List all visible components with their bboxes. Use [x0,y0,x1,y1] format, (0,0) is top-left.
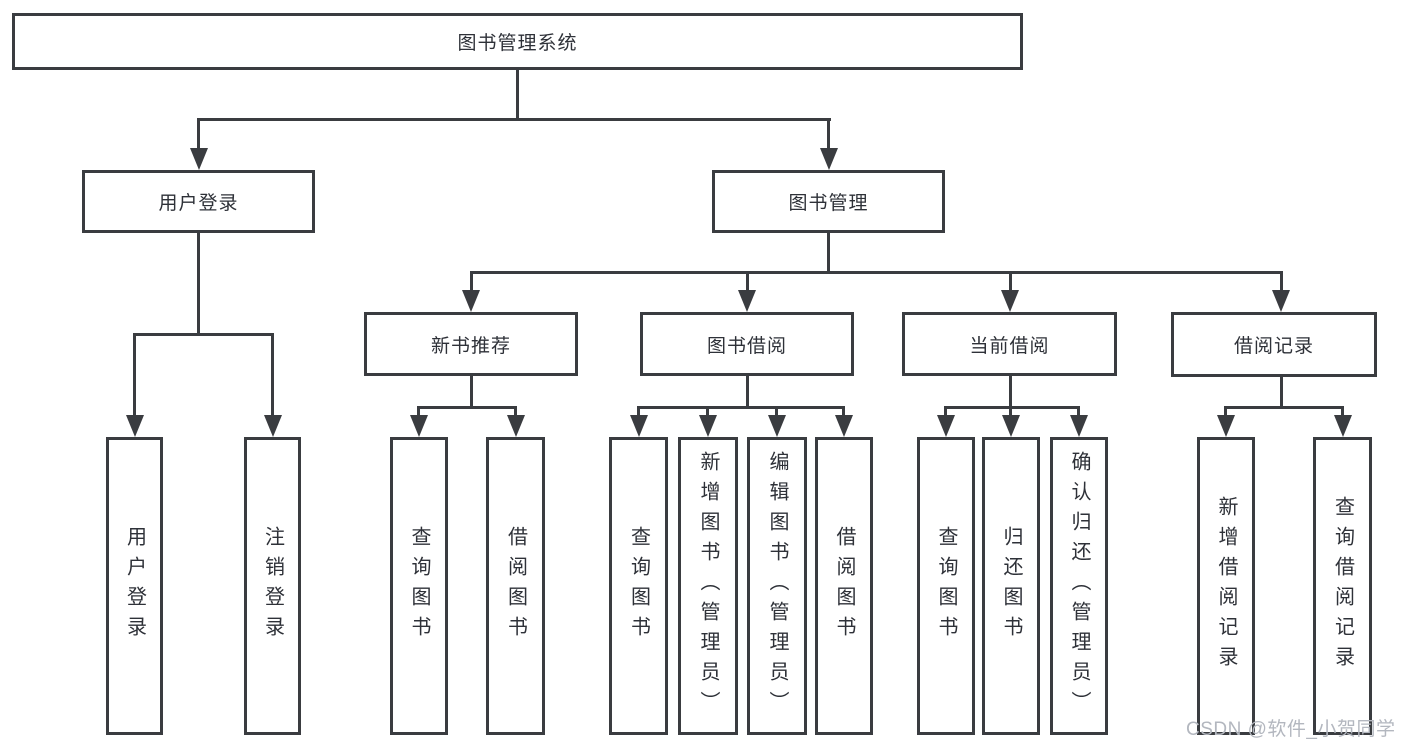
leaf-bb-edit-book: 编辑图书（管理员） [747,437,807,735]
leaf-rec-query-book: 查询图书 [390,437,448,735]
arrowhead-bb-add [699,415,717,437]
connector-user-login-bar [133,333,274,336]
connector-to-br-add [1224,406,1227,418]
leaf-cb-confirm-return-label: 确认归还（管理员） [1068,451,1090,721]
connector-to-br-query [1341,406,1344,418]
leaf-br-query-record: 查询借阅记录 [1313,437,1372,735]
arrowhead-br-add [1217,415,1235,437]
leaf-bb-borrow-book: 借阅图书 [815,437,873,735]
node-current-borrow: 当前借阅 [902,312,1117,376]
node-book-management: 图书管理 [712,170,945,233]
connector-to-leaf-user-login [133,333,136,416]
arrowhead-borrow-records [1272,290,1290,312]
leaf-rec-query-book-label: 查询图书 [408,526,430,646]
connector-to-borrow-records [1280,271,1283,293]
connector-level3-bar [470,271,1283,274]
connector-bb-stem [746,376,749,409]
arrowhead-new-book-recommend [462,290,480,312]
leaf-logout-label: 注销登录 [261,526,284,646]
leaf-cb-query-book: 查询图书 [917,437,975,735]
leaf-bb-query-book-label: 查询图书 [627,526,650,646]
leaf-br-query-record-label: 查询借阅记录 [1331,496,1354,676]
arrowhead-leaf-user-login [126,415,144,437]
connector-to-bb-query [637,406,640,418]
connector-rec-bar [418,406,517,409]
connector-to-bb-add [706,406,709,418]
leaf-cb-return-book-label: 归还图书 [1000,526,1022,646]
arrowhead-book-management [820,148,838,170]
leaf-bb-borrow-book-label: 借阅图书 [833,526,855,646]
arrowhead-cb-confirm [1070,415,1088,437]
connector-to-user-login [197,118,200,150]
connector-rec-stem [470,376,473,409]
leaf-user-login-label: 用户登录 [123,526,146,646]
arrowhead-current-borrow [1001,290,1019,312]
arrowhead-bb-borrow [835,415,853,437]
arrowhead-cb-return [1002,415,1020,437]
connector-to-new-book-recommend [470,271,473,293]
connector-root-bar [197,118,831,121]
connector-to-current-borrow [1009,271,1012,293]
arrowhead-book-borrow [738,290,756,312]
connector-to-rec-query [417,406,420,418]
arrowhead-rec-borrow [507,415,525,437]
node-book-borrow-label: 图书借阅 [706,335,787,357]
node-root-label: 图书管理系统 [457,33,578,54]
node-user-login-label: 用户登录 [158,193,239,214]
arrowhead-cb-query [937,415,955,437]
leaf-br-add-record: 新增借阅记录 [1197,437,1255,735]
connector-to-cb-confirm [1077,406,1080,418]
connector-to-leaf-logout [271,333,274,416]
leaf-bb-add-book: 新增图书（管理员） [678,437,738,735]
node-borrow-records: 借阅记录 [1171,312,1377,377]
connector-book-mgmt-stem [827,233,830,274]
connector-to-book-borrow [746,271,749,293]
connector-to-cb-query [944,406,947,418]
node-book-management-label: 图书管理 [788,193,869,214]
node-current-borrow-label: 当前借阅 [969,335,1050,357]
connector-root-stem [516,70,519,120]
node-root-system: 图书管理系统 [12,13,1023,70]
leaf-br-add-record-label: 新增借阅记录 [1215,496,1237,676]
node-new-book-recommend: 新书推荐 [364,312,578,376]
leaf-logout: 注销登录 [244,437,301,735]
node-borrow-records-label: 借阅记录 [1233,336,1314,357]
arrowhead-leaf-logout [264,415,282,437]
connector-cb-bar [944,406,1080,409]
connector-br-bar [1224,406,1343,409]
arrowhead-user-login [190,148,208,170]
connector-cb-stem [1009,376,1012,409]
leaf-cb-query-book-label: 查询图书 [935,526,957,646]
leaf-bb-add-book-label: 新增图书（管理员） [697,451,719,721]
connector-to-bb-borrow [842,406,845,418]
node-book-borrow: 图书借阅 [640,312,854,376]
csdn-watermark: CSDN @软件_小贺同学 [1186,719,1396,740]
connector-to-cb-return [1009,406,1012,418]
arrowhead-bb-query [630,415,648,437]
connector-br-stem [1280,376,1283,409]
connector-to-bb-edit [775,406,778,418]
leaf-rec-borrow-book: 借阅图书 [486,437,545,735]
arrowhead-rec-query [410,415,428,437]
node-user-login: 用户登录 [82,170,315,233]
connector-to-book-management [827,118,830,150]
leaf-rec-borrow-book-label: 借阅图书 [504,526,527,646]
leaf-cb-confirm-return: 确认归还（管理员） [1050,437,1108,735]
leaf-bb-query-book: 查询图书 [609,437,668,735]
leaf-user-login: 用户登录 [106,437,163,735]
arrowhead-br-query [1334,415,1352,437]
connector-to-rec-borrow [514,406,517,418]
connector-user-login-stem [197,233,200,336]
connector-bb-bar [637,406,845,409]
arrowhead-bb-edit [768,415,786,437]
leaf-bb-edit-book-label: 编辑图书（管理员） [766,451,788,721]
leaf-cb-return-book: 归还图书 [982,437,1040,735]
node-new-book-recommend-label: 新书推荐 [430,335,511,357]
